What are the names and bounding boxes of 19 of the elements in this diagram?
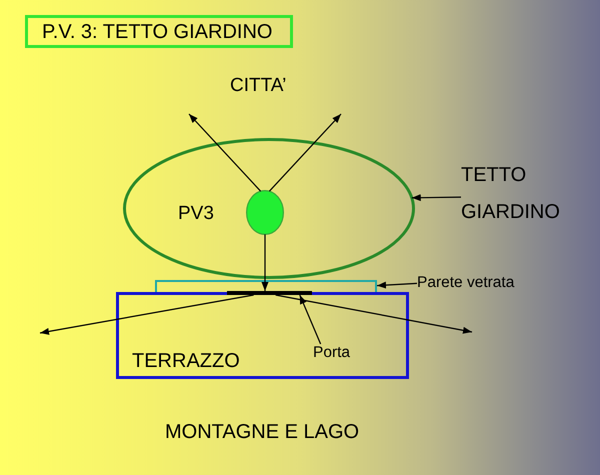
leader-arrow xyxy=(376,282,418,289)
area-label: TERRAZZO xyxy=(132,350,240,373)
view-arrow xyxy=(275,294,472,334)
terrace-outline xyxy=(116,292,409,379)
leader-arrow xyxy=(412,194,461,202)
view-arrow xyxy=(268,114,342,192)
callout-label: Parete vetrata xyxy=(417,274,514,292)
view-arrow xyxy=(40,294,254,335)
area-label: TETTO GIARDINO xyxy=(461,157,573,231)
glass-wall xyxy=(155,280,377,294)
viewpoint-label: PV3 xyxy=(178,203,214,225)
view-arrow xyxy=(262,234,268,291)
slide-title: P.V. 3: TETTO GIARDINO xyxy=(25,15,293,48)
view-arrow xyxy=(188,114,262,192)
direction-label: CITTA’ xyxy=(230,75,286,97)
door-bar xyxy=(227,291,312,295)
leader-arrow xyxy=(299,294,322,344)
callout-label: Porta xyxy=(313,344,350,362)
direction-label: MONTAGNE E LAGO xyxy=(165,421,360,444)
